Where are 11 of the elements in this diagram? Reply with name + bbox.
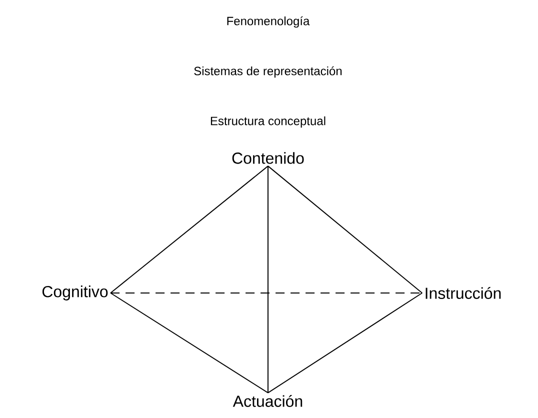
- heading-label: Fenomenología: [227, 16, 310, 28]
- edge-line: [110, 292, 268, 394]
- vertex-label: Actuación: [232, 395, 302, 407]
- edge-line: [110, 166, 268, 294]
- edge-line: [268, 166, 423, 294]
- edge-line: [268, 292, 423, 394]
- vertex-label: Instrucción: [426, 287, 501, 299]
- vertex-label: Contenido: [232, 152, 304, 164]
- heading-label: Estructura conceptual: [210, 116, 326, 128]
- heading-label: Sistemas de representación: [194, 66, 342, 78]
- vertex-label: Cognitivo: [42, 286, 108, 300]
